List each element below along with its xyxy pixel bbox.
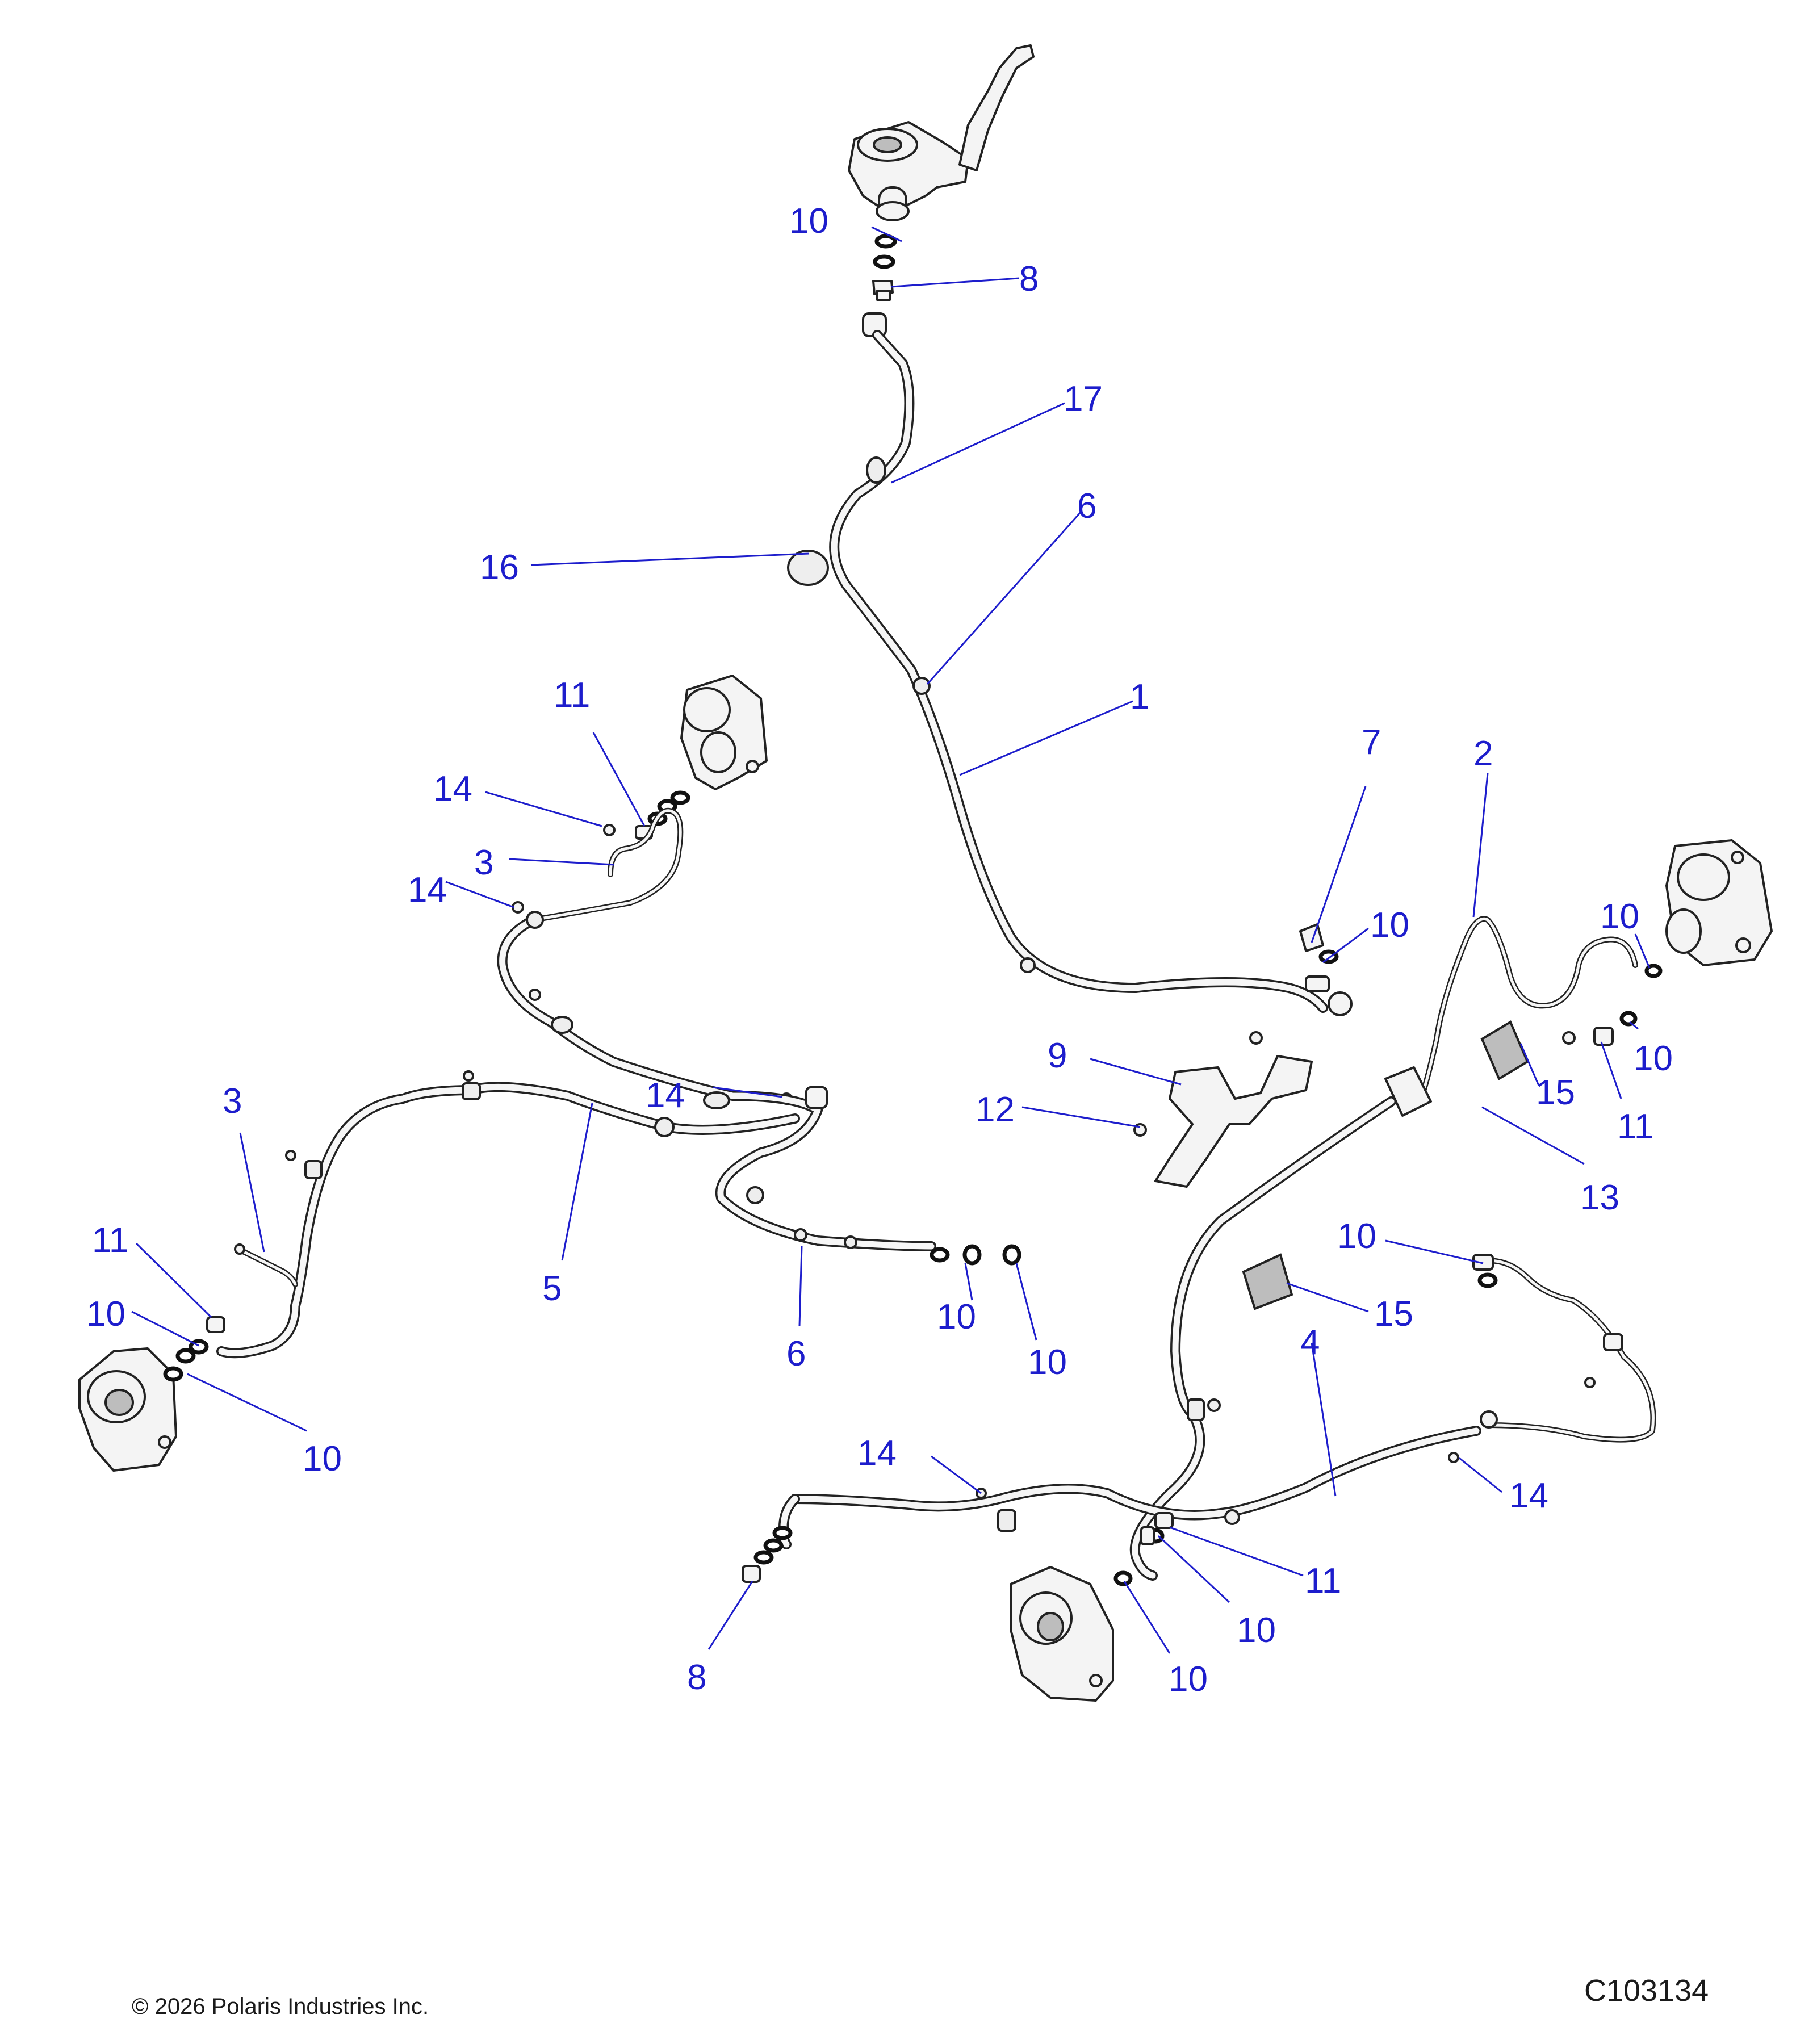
rear-right-fittings — [1113, 1512, 1174, 1586]
callout-label: 11 — [92, 1221, 128, 1260]
brake-hose-1 — [787, 330, 1353, 1016]
callout-label: 11 — [1305, 1561, 1341, 1601]
callout-label: 10 — [1370, 906, 1409, 945]
callout-label: 10 — [1237, 1611, 1276, 1650]
callout-label: 5 — [542, 1269, 562, 1308]
callout-label: 10 — [1169, 1660, 1208, 1699]
callout-label: 11 — [554, 676, 590, 715]
caliper-rear-left — [78, 1347, 177, 1472]
rear-fittings-bottom — [742, 1526, 793, 1583]
callout-label: 12 — [976, 1090, 1015, 1129]
center-washers — [962, 1244, 1021, 1266]
front-left-fittings — [512, 790, 793, 1105]
brake-hose-5 — [216, 1070, 800, 1359]
callout-labels: 10 8 17 6 16 1 7 10 2 10 10 11 15 13 9 1… — [86, 202, 1673, 1699]
callout-label: 14 — [857, 1434, 897, 1473]
front-right-fittings — [1562, 964, 1663, 1046]
brake-hose-front-lower — [1129, 1096, 1396, 1581]
rear-left-fittings — [163, 1316, 225, 1382]
brake-line-2 — [1417, 916, 1638, 1104]
callout-label: 15 — [1374, 1295, 1413, 1334]
callout-label: 10 — [789, 202, 828, 241]
callout-label: 6 — [1077, 487, 1096, 526]
callout-label: 9 — [1048, 1036, 1067, 1075]
callout-label: 17 — [1064, 379, 1103, 418]
callout-label: 3 — [474, 843, 493, 882]
callout-label: 1 — [1130, 677, 1149, 717]
callout-label: 10 — [1028, 1343, 1067, 1382]
callout-label: 7 — [1362, 723, 1381, 762]
brake-hose-4 — [778, 1426, 1481, 1549]
brake-line-4-upper — [1472, 1254, 1656, 1443]
callout-label: 16 — [480, 548, 519, 587]
callout-label: 10 — [86, 1295, 125, 1334]
callout-label: 14 — [1509, 1476, 1548, 1515]
brake-line-3-lower — [234, 1243, 298, 1287]
caliper-front-right — [1665, 839, 1773, 966]
caliper-rear-right — [1010, 1566, 1114, 1702]
brake-hose-front-left — [497, 911, 950, 1263]
heat-shields — [1242, 1020, 1529, 1310]
callout-label: 6 — [786, 1334, 806, 1373]
brake-line-3-upper — [531, 807, 684, 923]
callout-label: 14 — [433, 769, 472, 809]
callout-label: 10 — [1634, 1039, 1673, 1078]
callout-label: 8 — [1019, 259, 1039, 299]
mounting-bracket — [1133, 1031, 1313, 1188]
callout-label: 10 — [1337, 1217, 1376, 1256]
leader-lines — [131, 226, 1651, 1654]
master-cylinder — [848, 44, 1035, 221]
callout-label: 15 — [1536, 1073, 1575, 1112]
callout-label: 10 — [303, 1439, 342, 1478]
splitter-block — [1384, 1066, 1432, 1117]
callout-label: 13 — [1580, 1178, 1619, 1217]
callout-label: 4 — [1300, 1323, 1320, 1362]
callout-label: 8 — [687, 1658, 706, 1697]
figure-code: C103134 — [1584, 1974, 1709, 2008]
callout-label: 14 — [408, 870, 447, 910]
callout-label: 3 — [223, 1082, 242, 1121]
callout-label: 11 — [1617, 1107, 1653, 1146]
caliper-front-left — [680, 675, 768, 790]
callout-label: 10 — [1600, 897, 1639, 936]
callout-label: 14 — [646, 1076, 685, 1115]
callout-label: 2 — [1473, 734, 1493, 773]
master-cylinder-fittings — [862, 234, 897, 337]
copyright-notice: © 2026 Polaris Industries Inc. — [132, 1994, 429, 2019]
callout-label: 10 — [937, 1297, 976, 1337]
